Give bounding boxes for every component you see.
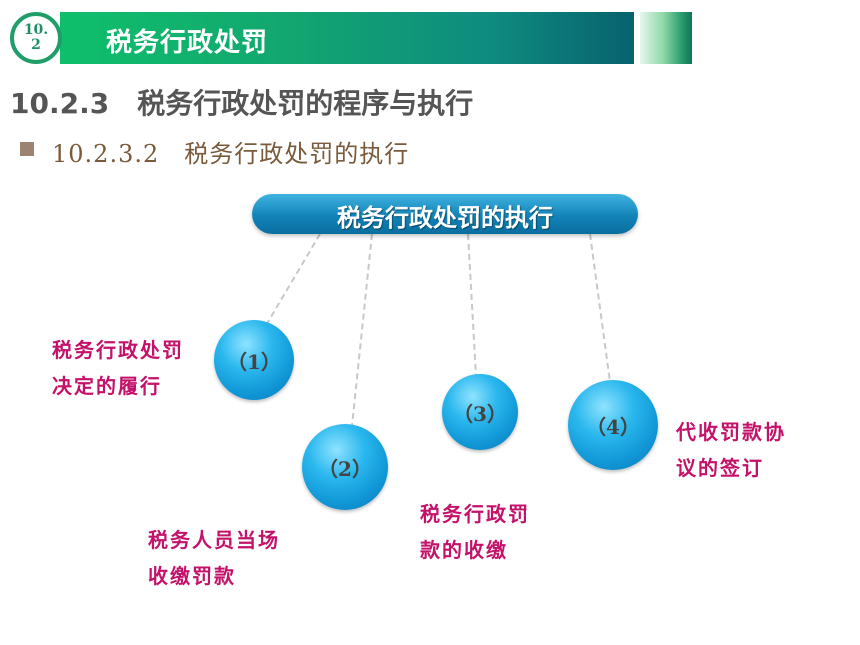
- step-node-3: （3）: [442, 374, 518, 450]
- step-label-3-line2: 款的收缴: [420, 538, 508, 562]
- step-number-4: （4）: [586, 414, 640, 439]
- step-label-2: 税务人员当场 收缴罚款: [148, 522, 280, 594]
- step-label-2-line1: 税务人员当场: [148, 528, 280, 552]
- section-heading: 10.2.3 税务行政处罚的程序与执行: [10, 87, 474, 120]
- sub-heading: 10.2.3.2 税务行政处罚的执行: [52, 140, 410, 168]
- step-number-3: （3）: [453, 401, 507, 426]
- step-label-3-line1: 税务行政罚: [420, 502, 530, 526]
- connector-line-2: [351, 233, 373, 427]
- root-node-label: 税务行政处罚的执行: [337, 204, 553, 232]
- chapter-badge: 10. 2: [10, 12, 62, 64]
- root-node-pill: 税务行政处罚的执行: [252, 194, 638, 234]
- step-label-2-line2: 收缴罚款: [148, 564, 236, 588]
- step-node-4: （4）: [568, 380, 658, 470]
- step-number-2: （2）: [318, 456, 372, 481]
- header-bar: 税务行政处罚: [60, 12, 634, 64]
- step-node-1: （1）: [214, 320, 294, 400]
- connector-line-1: [264, 233, 321, 328]
- step-number-1: （1）: [227, 349, 281, 374]
- step-label-4-line2: 议的签订: [676, 456, 764, 480]
- step-label-3: 税务行政罚 款的收缴: [420, 496, 530, 568]
- badge-line2: 2: [31, 37, 41, 53]
- header-title: 税务行政处罚: [106, 28, 269, 58]
- connector-line-3: [467, 233, 477, 377]
- step-node-2: （2）: [302, 424, 388, 510]
- connector-line-4: [589, 233, 611, 383]
- header-accent-block: [640, 12, 692, 64]
- step-label-1-line1: 税务行政处罚: [52, 338, 184, 362]
- step-label-1-line2: 决定的履行: [52, 374, 162, 398]
- step-label-4-line1: 代收罚款协: [676, 420, 786, 444]
- square-bullet-icon: [20, 142, 34, 156]
- badge-line1: 10.: [23, 22, 49, 38]
- step-label-4: 代收罚款协 议的签订: [676, 414, 786, 486]
- step-label-1: 税务行政处罚 决定的履行: [52, 332, 184, 404]
